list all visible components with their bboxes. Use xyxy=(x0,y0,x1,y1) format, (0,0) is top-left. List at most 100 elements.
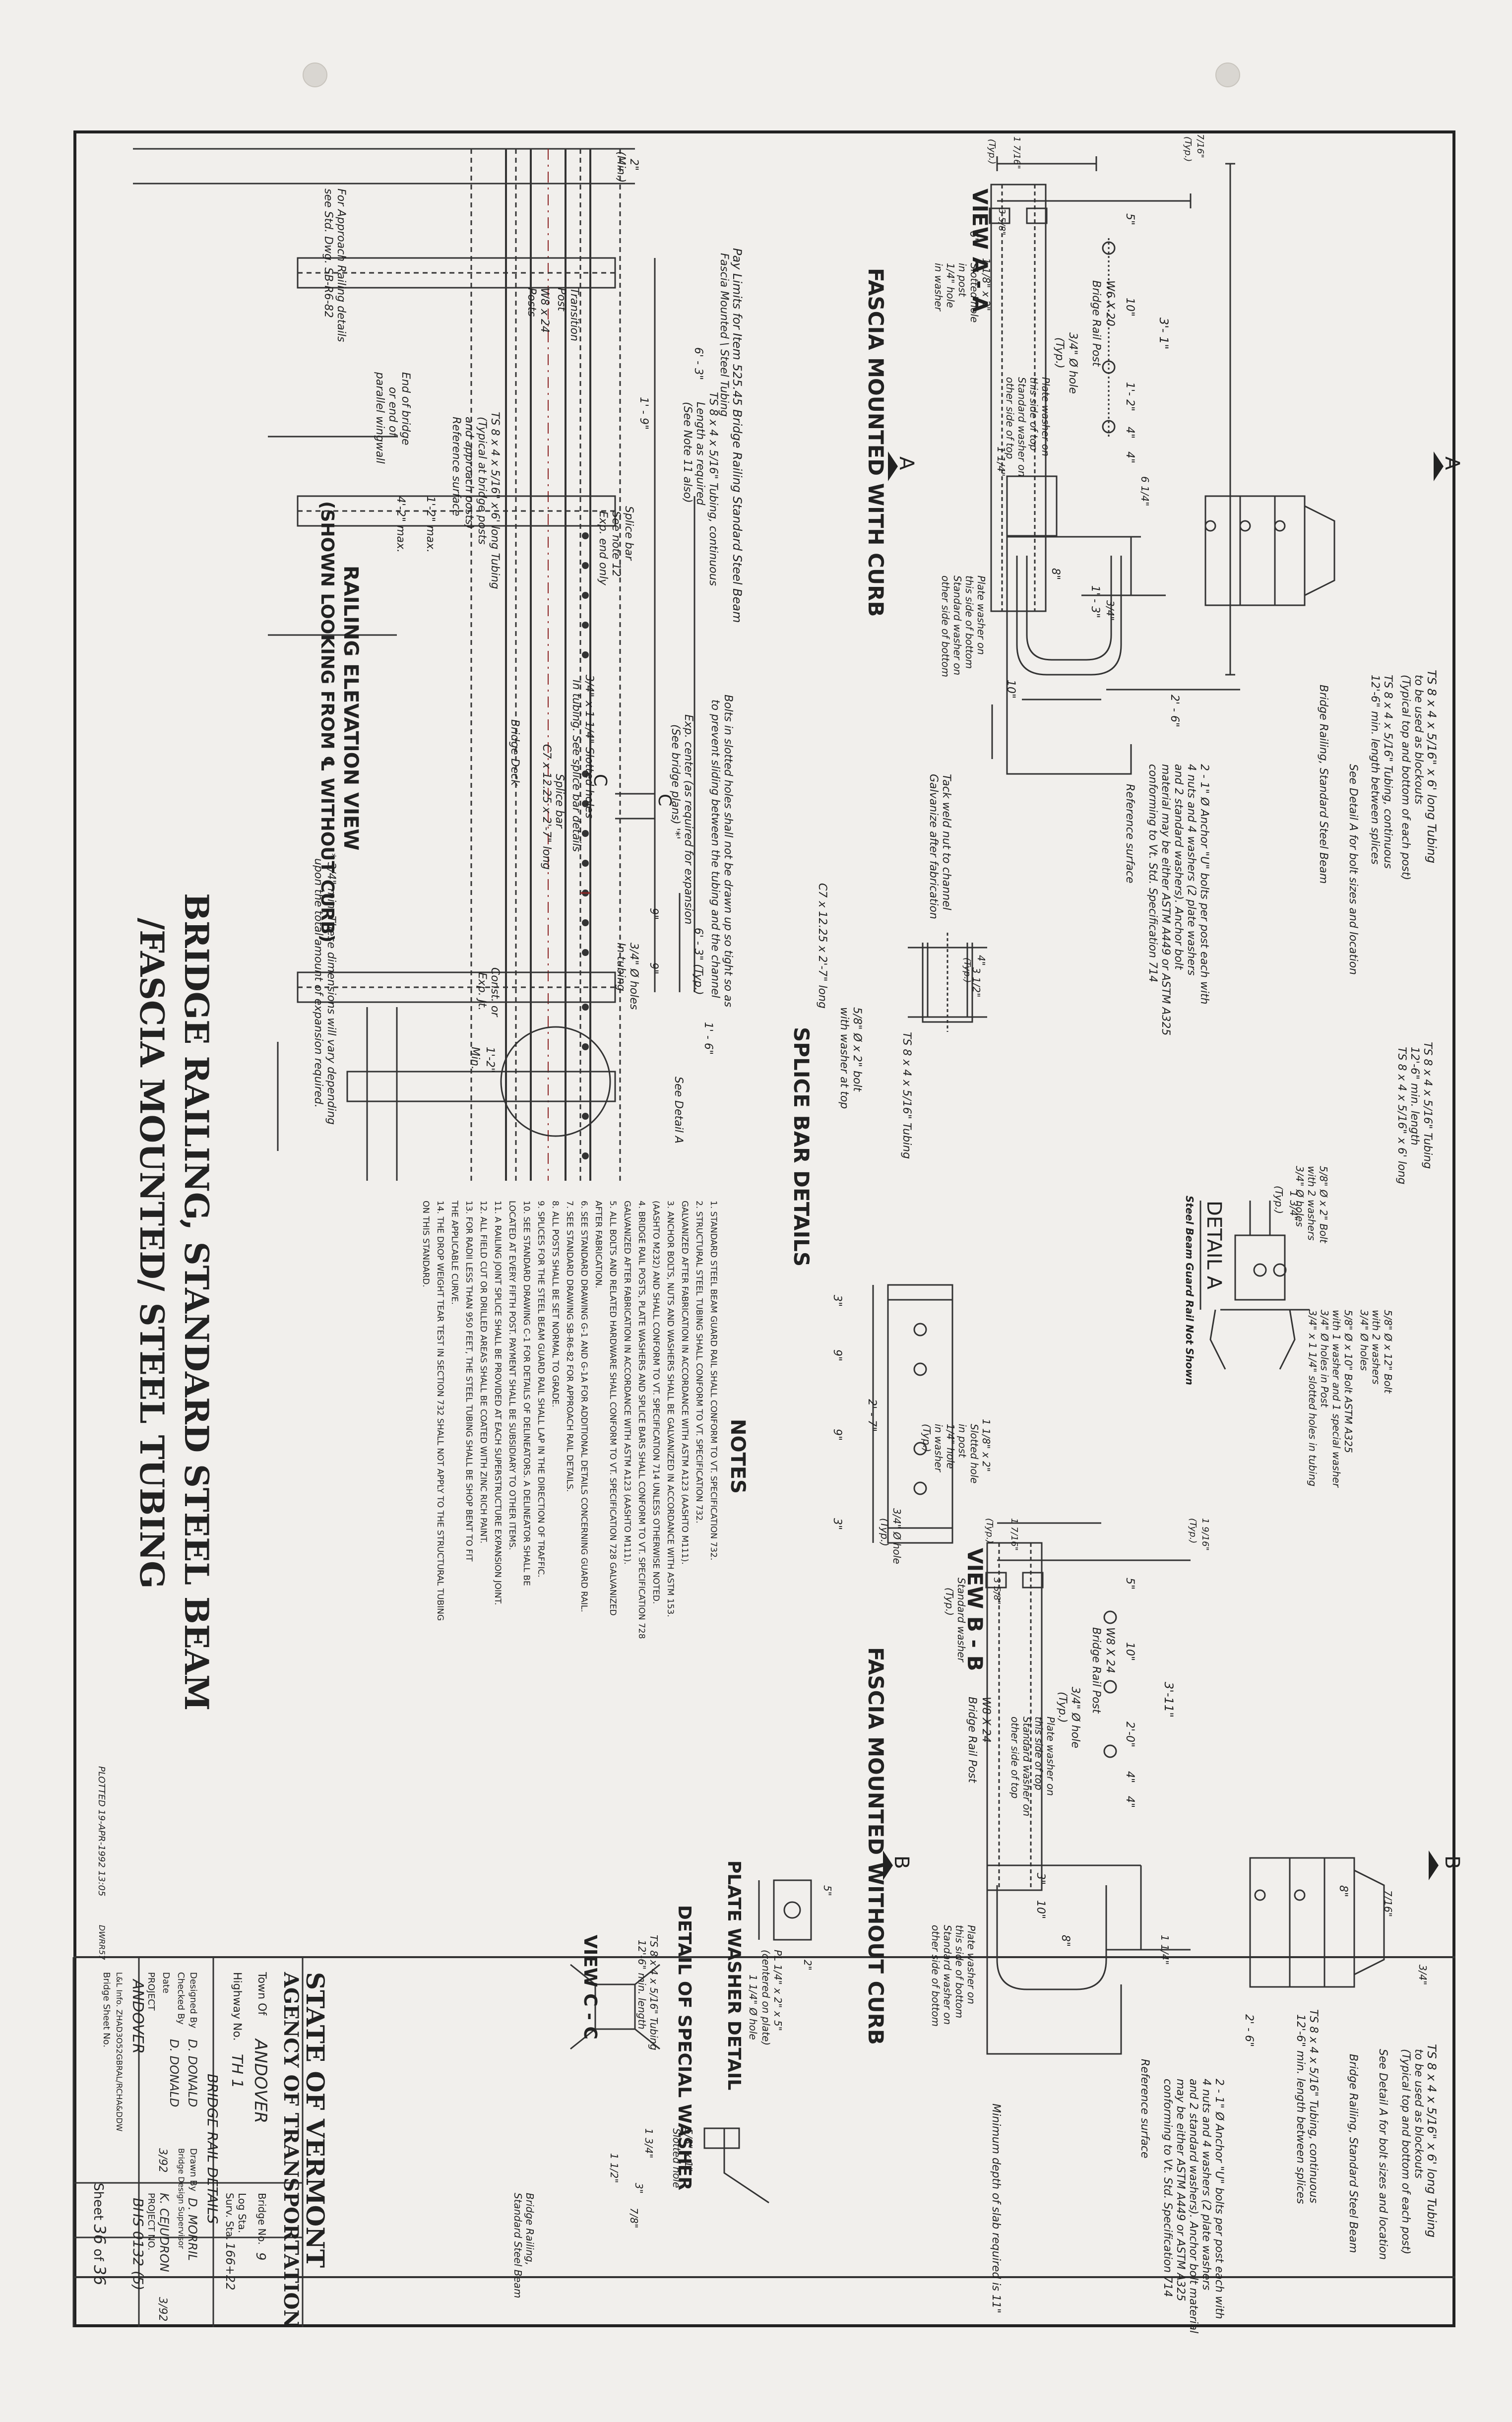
elevation-max-dim: 1'-2" max. xyxy=(424,496,437,553)
elevation-ts-cont3: (See Note 11 also) xyxy=(681,402,693,503)
view-aa-slotted4: 1/4" hole xyxy=(945,263,956,308)
detail-a-ts-min2: 12'-6" min. length xyxy=(1408,1047,1421,1146)
view-bb-dim-3-5-8: 3 5/8" xyxy=(992,1578,1002,1605)
splice-hole: 3/4" Ø hole xyxy=(891,1508,903,1564)
plate-washer-hole: 1 1/4" Ø hole xyxy=(747,1975,759,2040)
detail-a-bolt-10: 5/8" Ø x 10" Bolt ASTM A325 xyxy=(1342,1310,1354,1453)
view-bb-std-washer: Standard washer xyxy=(955,1578,967,1662)
view-bb-post: W8 X 24 xyxy=(1104,1627,1116,1673)
without-curb-ts-cont: TS 8 x 4 x 5/16" Tubing, continuous xyxy=(1307,2009,1320,2204)
note-line: ON THIS STANDARD. xyxy=(421,1201,431,1287)
without-curb-pw-bottom: Plate washer on xyxy=(965,1925,977,2004)
checked-label: Checked By xyxy=(176,1972,186,2025)
detail-a-typ: (Typ.) xyxy=(1273,1186,1285,1214)
designed-label: Designed By xyxy=(188,1972,198,2029)
special-washer-drawing xyxy=(703,2127,769,2204)
elevation-splice-bar2: See note 12 xyxy=(610,511,622,577)
splice-dim-9a: 9" xyxy=(831,1349,843,1362)
elevation-approach: For Approach Railing details xyxy=(335,189,347,342)
view-aa-post-label: Bridge Rail Post xyxy=(1090,280,1102,367)
view-bb-top-dim-typ: (Typ.) xyxy=(1188,1518,1198,1544)
view-bb-plate-washer: Plate washer on xyxy=(1045,1717,1057,1796)
detail-a-title: DETAIL A xyxy=(1202,1201,1225,1289)
without-curb-section-b-bottom: B xyxy=(890,1855,913,1869)
with-curb-dim-1-3: 1' - 3" xyxy=(1089,585,1101,619)
elevation-splice-bar-b2: C7 x 12.25 x 2'-7" long xyxy=(540,744,553,870)
with-curb-dim-10: 10" xyxy=(1005,680,1017,699)
detail-a-ts-min: TS 8 x 4 x 5/16" Tubing xyxy=(1421,1042,1434,1169)
plate-washer-center: (centered on plate) xyxy=(760,1950,772,2046)
view-aa-slotted2: Slotted hole xyxy=(968,263,980,323)
sheet-no: 36 xyxy=(90,2224,109,2245)
without-curb-ts-blockouts3: (Typical top and bottom of each post) xyxy=(1399,2049,1412,2255)
elevation-ts-6c: and approach posts) xyxy=(463,417,475,529)
elevation-left-dim: 2" xyxy=(628,159,640,171)
agency-line2: AGENCY OF TRANSPORTATION xyxy=(279,1972,303,2328)
with-curb-anchor5: conforming to Vt. Std. Specification 714 xyxy=(1146,764,1159,983)
with-curb-anchor3: and 2 standard washers). Anchor bolt xyxy=(1172,764,1185,970)
note-line: 13. FOR RADII LESS THAN 950 FEET, THE ST… xyxy=(464,1201,474,1562)
plotted-stamp: PLOTTED 19-APR-1992 13:05 xyxy=(96,1766,107,1897)
without-curb-dim-8b: 8" xyxy=(1337,1885,1349,1898)
without-curb-anchor5: conforming to Vt. Std. Specification 714 xyxy=(1161,2079,1174,2297)
with-curb-anchor4: material may be either ASTM A449 or ASTM… xyxy=(1159,764,1172,1036)
note-line: 14. THE DROP WEIGHT TEAR TEST IN SECTION… xyxy=(435,1201,445,1621)
elevation-ts-cont: TS 8 x 4 x 5/16" Tubing, continuous xyxy=(707,392,719,586)
with-curb-dim-3-4: 3/4" xyxy=(1104,600,1116,621)
note-line: 6. SEE STANDARD DRAWING G-1 AND G-1A FOR… xyxy=(579,1201,589,1612)
note-line: LOCATED AT EVERY FIFTH POST. PAYMENT SHA… xyxy=(507,1201,517,1550)
detail-a-bolt-2: 5/8" Ø x 2" Bolt xyxy=(1318,1166,1329,1243)
without-curb-dim-1-1-4: 1 1/4" xyxy=(1159,1935,1171,1965)
view-cc-rail: Bridge Railing, xyxy=(524,2193,536,2266)
with-curb-detail-a-ref: See Detail A for bolt sizes and location xyxy=(1347,764,1359,975)
plate-washer-title: PLATE WASHER DETAIL xyxy=(724,1860,744,2091)
view-aa-top-dim: 7/16" xyxy=(1195,134,1205,158)
with-curb-pw-bottom3: Standard washer on xyxy=(951,575,963,676)
view-aa-dim-1-7-16: 1 7/16" xyxy=(1011,136,1022,169)
elevation-cc: C xyxy=(654,794,675,807)
without-curb-anchor4: may be either ASTM A449 or ASTM A325 xyxy=(1174,2079,1187,2301)
without-curb-pw-bottom3: Standard washer on xyxy=(942,1925,953,2025)
surv-sta-value: 166+22 xyxy=(223,2242,237,2291)
railing-elevation-drawing xyxy=(133,148,695,1181)
plate-washer-size: PL 1/4" x 2" x 5" xyxy=(772,1950,784,2031)
note-line: GALVANIZED AFTER FABRICATION IN ACCORDAN… xyxy=(622,1201,632,1565)
without-curb-dim-8a: 8" xyxy=(1059,1935,1071,1947)
view-aa-top-dim-typ: (Typ.) xyxy=(1183,136,1193,162)
detail-a-bolt-2b: with 2 washers xyxy=(1306,1166,1318,1241)
with-curb-ts-blockouts2: to be used as blockouts xyxy=(1412,675,1425,805)
date-value-2: 3/92 xyxy=(156,2297,169,2322)
view-bb-post-b: W8 X 24 xyxy=(980,1697,992,1743)
project-value: ANDOVER xyxy=(129,1979,146,2054)
detail-a-note: Steel Beam Guard Rail Not Shown xyxy=(1184,1196,1196,1385)
supervisor-value: K. CEJUDRON xyxy=(157,2193,171,2272)
sheet-title: BRIDGE RAIL DETAILS xyxy=(204,2074,221,2224)
view-aa-dim-4a: 4" xyxy=(1124,427,1136,439)
note-line: 11. A RAILING JOINT SPLICE SHALL BE PROV… xyxy=(493,1201,503,1605)
with-curb-dim-6-1-4: 6 1/4" xyxy=(1139,476,1151,507)
note-line: 12. ALL FIELD CUT OR DRILLED AREAS SHALL… xyxy=(478,1201,488,1544)
detail-a-holes-a: 3/4" Ø holes xyxy=(1358,1310,1370,1371)
view-aa-dim-6: 6" xyxy=(967,231,980,243)
project-no-label: PROJECT NO. xyxy=(146,2193,156,2251)
view-aa-hole: 3/4" Ø hole xyxy=(1067,332,1079,394)
elevation-min-note: * 3/4" min. These dimensions will vary d… xyxy=(325,853,337,1125)
view-bb-drawing xyxy=(985,1522,1191,1891)
elevation-slotted-holes: 3/4" x 1 1/4" Slotted holes xyxy=(583,675,595,819)
elevation-transition4: Posts xyxy=(525,288,538,317)
elevation-dim-1-2-min: 1'-2" xyxy=(484,1047,496,1073)
note-line: (AASHTO M232) AND SHALL CONFORM TO VT. S… xyxy=(651,1201,661,1604)
note-line: 7. SEE STANDARD DRAWING SB-R6-82 FOR APP… xyxy=(565,1201,574,1492)
splice-galvanize: Galvanize after fabrication xyxy=(927,774,940,919)
plate-washer-dim-2: 2" xyxy=(802,1960,814,1971)
special-washer-slotted: Slotted hole xyxy=(671,2128,683,2188)
without-curb-dim-2-6: 2' - 6" xyxy=(1243,2014,1255,2047)
view-aa-plate-washer: Plate washer on xyxy=(1040,377,1052,456)
splice-bolt2: with washer at top xyxy=(838,1007,850,1109)
view-bb-hole: 3/4" Ø hole xyxy=(1069,1687,1081,1748)
special-washer-dim-1-1-2: 1 1/2" xyxy=(608,2153,620,2183)
special-washer-dim-3: 3" xyxy=(633,2183,645,2194)
splice-dim-9b: 9" xyxy=(831,1429,843,1441)
elevation-splice-bar3: Exp. end only xyxy=(597,511,609,585)
